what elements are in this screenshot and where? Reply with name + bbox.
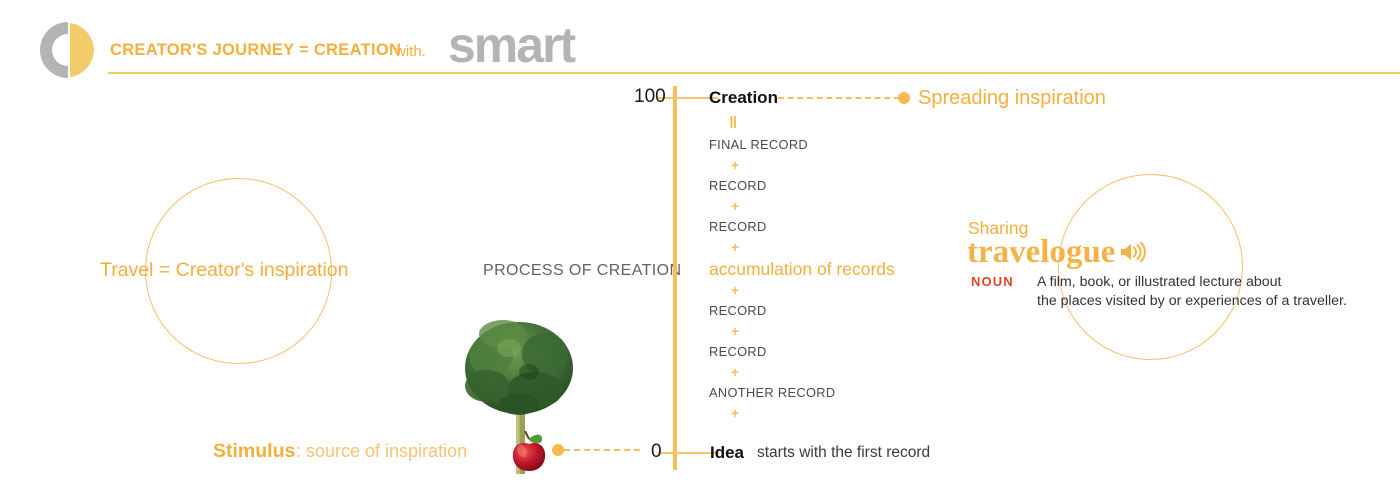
stack-plus-row: + bbox=[731, 157, 740, 173]
creation-label: Creation bbox=[709, 88, 778, 107]
axis-value-bottom: 0 bbox=[651, 441, 662, 462]
spreading-inspiration-label: Spreading inspiration bbox=[918, 87, 1106, 109]
stack-record-row: RECORD bbox=[709, 178, 767, 193]
brand-logo-text: smart bbox=[448, 17, 576, 73]
stack-record-row: RECORD bbox=[709, 219, 767, 234]
travel-inspiration-label: Travel = Creator's inspiration bbox=[100, 259, 349, 281]
header-divider bbox=[108, 72, 1400, 74]
stack-plus-row: + bbox=[731, 364, 740, 380]
tree-photo-icon bbox=[463, 320, 579, 475]
creator-c-play-logo-icon bbox=[28, 18, 98, 82]
idea-label: Idea bbox=[710, 443, 745, 462]
red-apple-photo-icon bbox=[509, 430, 549, 475]
stack-record-row: RECORD bbox=[709, 303, 767, 318]
process-of-creation-label: PROCESS OF CREATION bbox=[483, 262, 682, 279]
header-with-label: with. bbox=[395, 43, 426, 60]
process-stack-list: ‖ FINAL RECORD + RECORD + RECORD + accumulation… bbox=[709, 113, 969, 424]
connector-dot-icon-creation bbox=[898, 92, 910, 104]
stack-record-row: FINAL RECORD bbox=[709, 137, 809, 152]
idea-sublabel: starts with the first record bbox=[757, 444, 931, 461]
page-title: CREATOR'S JOURNEY = CREATION bbox=[110, 41, 402, 59]
dictionary-part-of-speech: NOUN bbox=[971, 274, 1014, 289]
stimulus-label: Stimulus bbox=[213, 440, 296, 462]
circle-outline-left bbox=[145, 178, 332, 364]
stack-plus-row: + bbox=[731, 198, 740, 214]
axis-tick-top bbox=[658, 97, 718, 99]
stack-plus-row: + bbox=[731, 239, 740, 255]
stack-plus-row: + bbox=[731, 405, 740, 421]
stack-plus-row: + bbox=[731, 323, 740, 339]
stack-record-row: RECORD bbox=[709, 344, 767, 359]
vertical-axis bbox=[673, 86, 677, 470]
stack-accumulation-row: accumulation of records bbox=[709, 259, 895, 279]
stack-record-row: ANOTHER RECORD bbox=[709, 385, 836, 400]
circle-outline-right bbox=[1058, 174, 1243, 360]
dictionary-sharing-label: Sharing bbox=[968, 218, 1029, 238]
stack-plus-row: + bbox=[731, 282, 740, 298]
dashed-connector-line-baseline bbox=[564, 449, 640, 451]
stack-equals-row: ‖ bbox=[729, 113, 737, 132]
axis-value-top: 100 bbox=[634, 86, 666, 107]
connector-dot-icon-baseline bbox=[552, 444, 564, 456]
dictionary-headword: travelogue bbox=[967, 234, 1116, 270]
idea-tick-line bbox=[677, 452, 719, 454]
dashed-connector-line-creation bbox=[778, 97, 900, 99]
stimulus-sublabel: : source of inspiration bbox=[296, 441, 468, 461]
speaker-audio-icon[interactable] bbox=[1119, 241, 1149, 263]
dictionary-definition: A film, book, or illustrated lecture abo… bbox=[1037, 274, 1347, 309]
